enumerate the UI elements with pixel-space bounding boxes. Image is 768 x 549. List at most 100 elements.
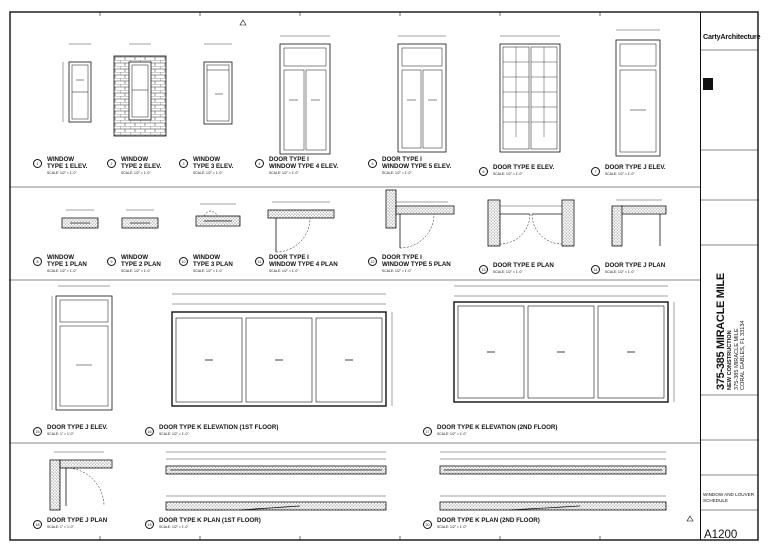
detail-scale: SCALE: 1/2" = 1'-0" (47, 269, 77, 273)
detail-scale: SCALE: 1/2" = 1'-0" (193, 269, 223, 273)
revision-triangle-icon (686, 515, 694, 522)
detail-title: WINDOW (193, 254, 221, 261)
detail-scale: SCALE: 1/2" = 1'-0" (382, 269, 412, 273)
detail-scale: SCALE: 1/2" = 1'-0" (269, 171, 299, 175)
detail-title: DOOR TYPE E PLAN (493, 262, 554, 269)
detail-title: WINDOW TYPE 4 ELEV. (269, 163, 339, 170)
detail-title: WINDOW TYPE 5 PLAN (382, 261, 451, 268)
detail-number-bubble: 10 (179, 257, 188, 266)
title-block: CartyArchitecture 375-385 MIRACLE MILE N… (700, 12, 761, 541)
door-type-i-window-type-4-plan (267, 201, 335, 253)
door-type-j-elevation-large (51, 285, 113, 411)
sheet-border (9, 11, 759, 541)
detail-number-bubble: 13 (479, 265, 488, 274)
detail-title: WINDOW (193, 156, 221, 163)
detail-scale: SCALE: 1/2" = 1'-0" (121, 171, 151, 175)
detail-number-bubble: 7 (591, 167, 600, 176)
window-type-3-plan (195, 203, 241, 227)
door-type-i-window-type-5-plan (385, 189, 455, 249)
project-info: 375-385 MIRACLE MILE NEW CONSTRUCTION 37… (715, 273, 759, 391)
detail-scale: SCALE: 1/2" = 1'-0" (121, 269, 151, 273)
detail-number-bubble: 19 (145, 520, 154, 529)
door-type-k-plan-1st-floor (165, 451, 387, 511)
detail-scale: SCALE: 1/2" = 1'-0" (437, 432, 467, 436)
detail-number-bubble: 11 (255, 257, 264, 266)
detail-scale: SCALE: 1/2" = 1'-0" (605, 270, 635, 274)
sheet-title: WINDOW AND LOUVER SCHEDULE (703, 492, 754, 503)
detail-number-bubble: 2 (107, 159, 116, 168)
detail-number-bubble: 3 (179, 159, 188, 168)
detail-number-bubble: 5 (368, 159, 377, 168)
detail-title: WINDOW TYPE 5 ELEV. (382, 163, 452, 170)
detail-title: WINDOW TYPE 4 PLAN (269, 261, 338, 268)
detail-number-bubble: 14 (591, 265, 600, 274)
detail-title: DOOR TYPE K ELEVATION (1ST FLOOR) (159, 424, 279, 431)
window-type-1-elevation (62, 43, 92, 123)
row-separators (10, 186, 700, 444)
detail-title: TYPE 1 ELEV. (47, 163, 88, 170)
project-name: 375-385 MIRACLE MILE (715, 273, 727, 390)
detail-title: WINDOW (47, 254, 75, 261)
title-block-dividers (700, 49, 758, 511)
door-type-j-plan-small (611, 199, 667, 247)
detail-scale: SCALE: 1/2" = 1'-0" (437, 525, 467, 529)
detail-number-bubble: 9 (107, 257, 116, 266)
door-type-k-elevation-1st-floor (171, 293, 393, 407)
detail-title: DOOR TYPE J ELEV. (605, 164, 666, 171)
door-type-j-plan-large (49, 451, 113, 511)
detail-number-bubble: 18 (33, 520, 42, 529)
door-type-k-plan-2nd-floor (439, 451, 667, 511)
door-type-i-window-type-4-elevation (279, 35, 331, 155)
detail-scale: SCALE: 1/2" = 1'-0" (382, 171, 412, 175)
window-type-1-plan (61, 209, 99, 229)
detail-number-bubble: 6 (479, 167, 488, 176)
window-type-2-elevation (113, 43, 167, 137)
detail-title: TYPE 2 PLAN (121, 261, 161, 268)
detail-title: TYPE 1 PLAN (47, 261, 87, 268)
detail-title: DOOR TYPE E ELEV. (493, 164, 555, 171)
project-address-line-2: CORAL GABLES, FL 33134 (740, 320, 746, 390)
detail-title: WINDOW (47, 156, 75, 163)
door-type-j-elevation-small (615, 29, 661, 157)
window-type-3-elevation (203, 43, 233, 125)
detail-title: DOOR TYPE J ELEV. (47, 424, 108, 431)
detail-title: DOOR TYPE K PLAN (2ND FLOOR) (437, 517, 540, 524)
detail-scale: SCALE: 1/2" = 1'-0" (159, 432, 189, 436)
registration-ticks (99, 12, 601, 540)
detail-number-bubble: 12 (368, 257, 377, 266)
door-type-e-elevation (499, 35, 561, 153)
firm-logo-mark (703, 78, 713, 90)
detail-scale: SCALE: 1/2" = 1'-0" (269, 269, 299, 273)
detail-scale: SCALE: 1/2" = 1'-0" (193, 171, 223, 175)
sheet-number: A1200 (704, 529, 738, 541)
detail-title: TYPE 3 ELEV. (193, 163, 234, 170)
detail-number-bubble: 20 (423, 520, 432, 529)
detail-title: DOOR TYPE K PLAN (1ST FLOOR) (159, 517, 261, 524)
detail-title: DOOR TYPE K ELEVATION (2ND FLOOR) (437, 424, 558, 431)
sheet-title-line-1: WINDOW AND LOUVER (703, 492, 755, 497)
detail-scale: SCALE: 1/2" = 1'-0" (605, 172, 635, 176)
detail-title: WINDOW (121, 254, 149, 261)
door-type-e-plan (487, 199, 575, 247)
detail-title: DOOR TYPE I (382, 254, 422, 261)
detail-title: TYPE 2 ELEV. (121, 163, 162, 170)
detail-scale: SCALE: 1" = 1'-0" (47, 525, 74, 529)
door-type-i-window-type-5-elevation (397, 35, 447, 153)
door-type-k-elevation-2nd-floor (453, 285, 675, 403)
detail-number-bubble: 15 (33, 427, 42, 436)
firm-name: CartyArchitecture (703, 32, 761, 41)
detail-number-bubble: 16 (145, 427, 154, 436)
detail-scale: SCALE: 1/2" = 1'-0" (493, 172, 523, 176)
detail-scale: SCALE: 1/2" = 1'-0" (159, 525, 189, 529)
detail-number-bubble: 8 (33, 257, 42, 266)
detail-title: DOOR TYPE I (382, 156, 422, 163)
detail-title: DOOR TYPE I (269, 156, 309, 163)
detail-number-bubble: 1 (33, 159, 42, 168)
detail-scale: SCALE: 1" = 1'-0" (47, 432, 74, 436)
detail-scale: SCALE: 1/2" = 1'-0" (493, 270, 523, 274)
detail-title: DOOR TYPE J PLAN (47, 517, 108, 524)
detail-title: WINDOW (121, 156, 149, 163)
detail-title: TYPE 3 PLAN (193, 261, 233, 268)
